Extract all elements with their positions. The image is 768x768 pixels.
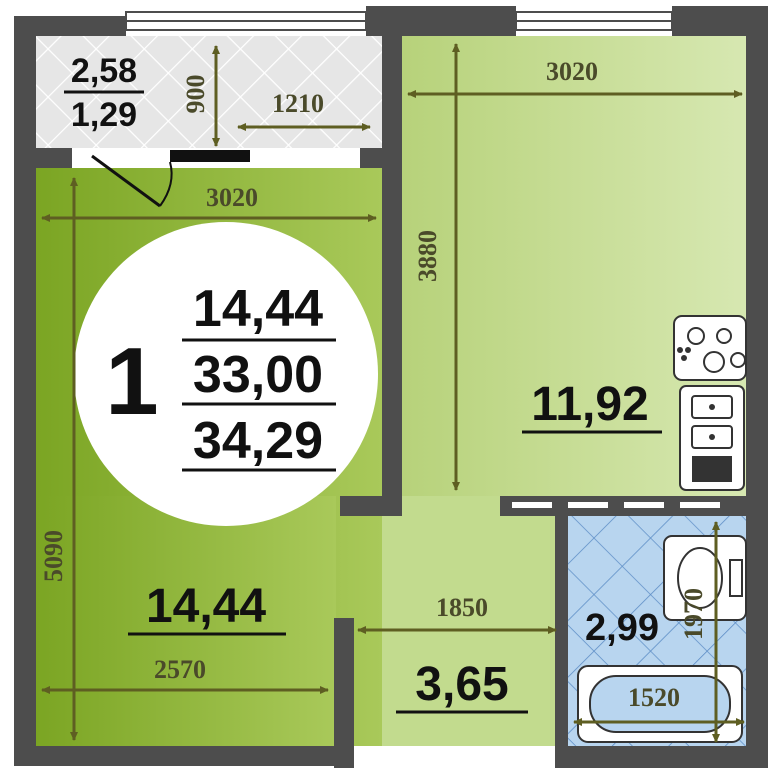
bedroom-bottom-dim: 2570 [154,655,206,684]
dimension-lines [41,43,745,743]
rooms-count: 1 [105,328,158,435]
balcony-area: 2,58 [71,52,137,90]
hall-area: 3,65 [415,658,508,711]
balcony-reduced-area: 1,29 [71,96,137,134]
hall-floor [352,496,562,746]
stove-icon [673,315,747,381]
bedroom-top-dim: 3020 [206,183,258,212]
bedroom-floor-lower [36,496,336,746]
balcony-door-leaf [91,154,161,208]
bedroom-area: 14,44 [146,580,266,633]
kitchen-top-dim: 3020 [546,57,598,86]
washbasin-icon [663,535,747,621]
bath-width-dim: 1520 [628,683,680,712]
kitchen-area: 11,92 [531,378,648,431]
bath-wall-studs [512,502,720,508]
summary-living-area: 14,44 [193,280,323,338]
balcony-depth-dim: 900 [181,75,210,114]
bath-height-dim: 1970 [679,588,708,640]
bathroom-area: 2,99 [585,607,659,649]
summary-total-area: 33,00 [193,346,323,404]
balcony-door-frame [170,150,250,162]
kitchen-left-dim: 3880 [413,230,442,282]
summary-circle [74,222,378,526]
hall-width-dim: 1850 [436,593,488,622]
sink-icon [679,385,745,491]
bedroom-left-dim: 5090 [39,530,68,582]
balcony-width-dim: 1210 [272,89,324,118]
summary-total-area-with-balcony: 34,29 [193,412,323,470]
walls [14,6,768,768]
